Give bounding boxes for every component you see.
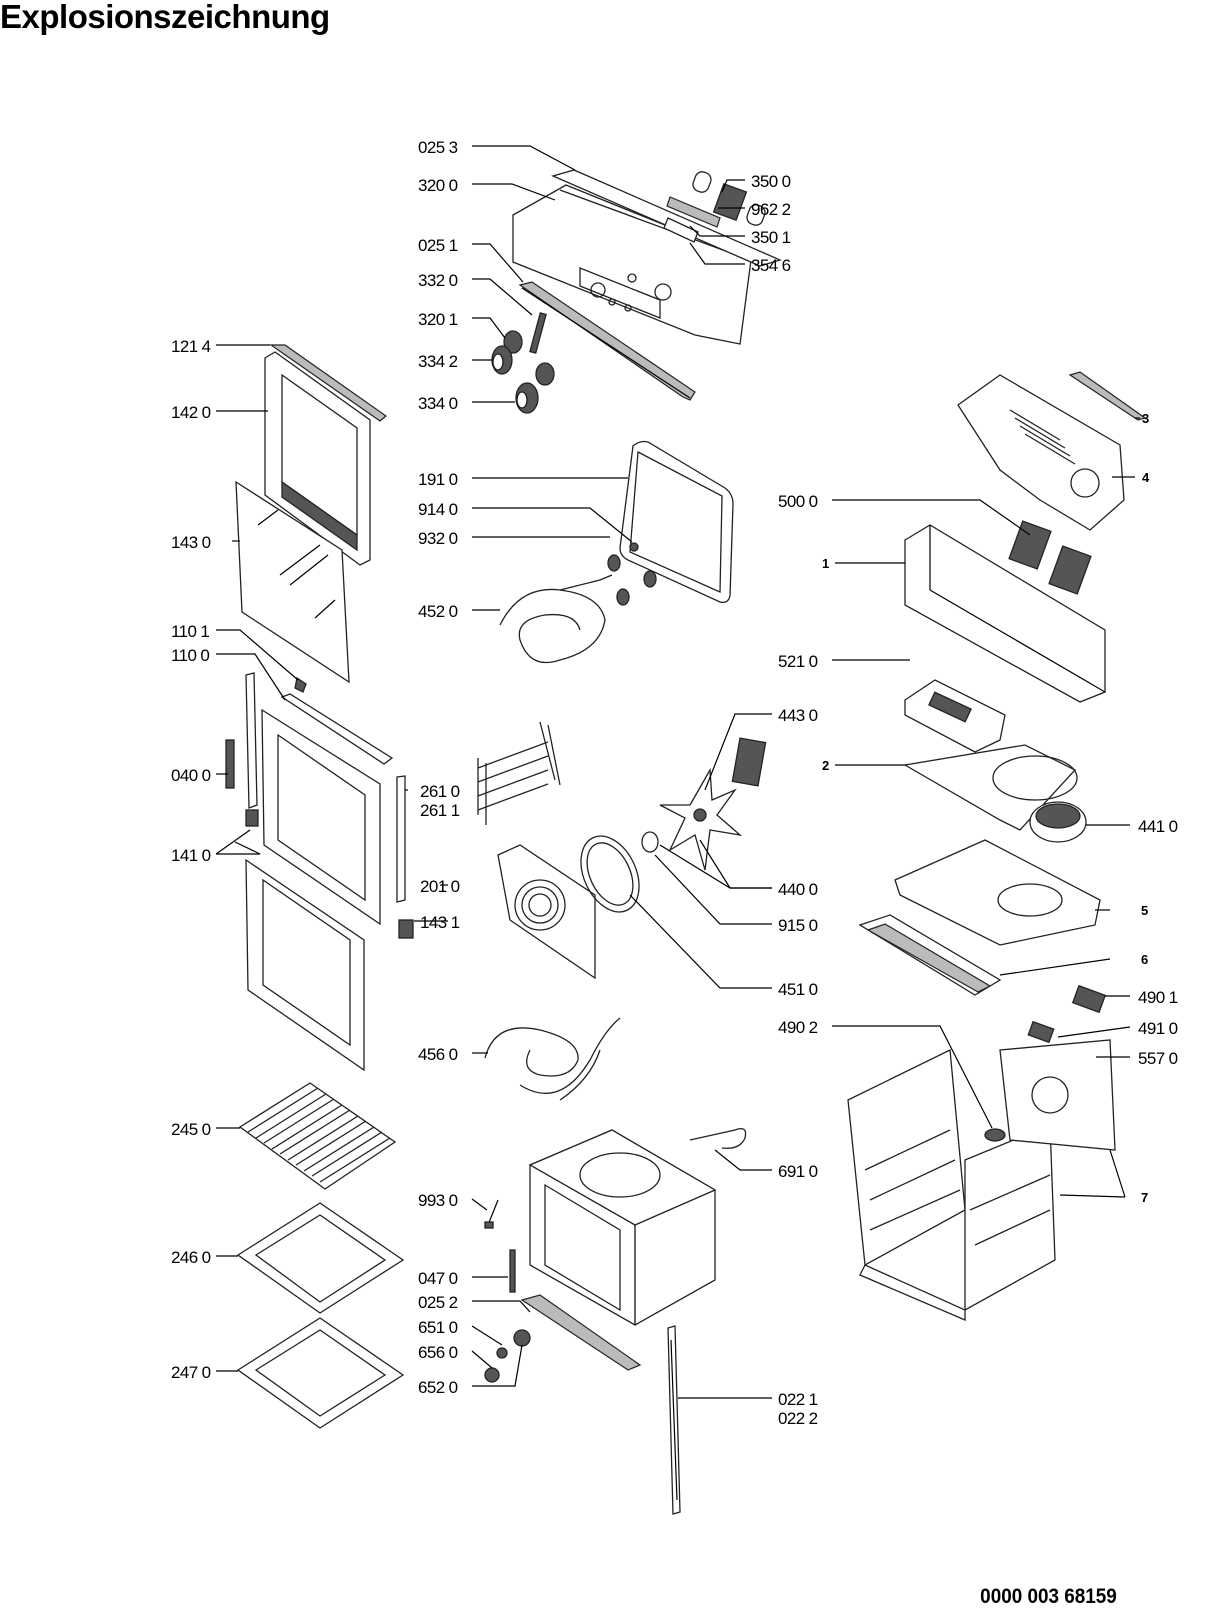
door-side-rail-part (396, 775, 414, 939)
vertical-rail-part (667, 1325, 681, 1515)
door-top-rail-part (269, 344, 387, 422)
label-7: 7 (1141, 1190, 1148, 1205)
bottom-heater-part (484, 1017, 621, 1101)
label-247-0: 247 0 (171, 1363, 211, 1382)
label-201-0: 201 0 (420, 877, 460, 896)
label-914-0: 914 0 (418, 500, 458, 519)
label-656-0: 656 0 (418, 1343, 458, 1362)
shelf-rack-parts (477, 721, 561, 825)
leader-lines (215, 145, 1140, 1399)
label-141-0: 141 0 (171, 846, 211, 865)
label-6: 6 (1141, 952, 1148, 967)
label-354-6: 354 6 (751, 256, 791, 275)
label-320-0: 320 0 (418, 176, 458, 195)
panel-rail-part (518, 281, 696, 401)
label-652-0: 652 0 (418, 1378, 458, 1397)
wire-grid-part (238, 1082, 397, 1190)
label-521-0: 521 0 (778, 652, 818, 671)
fan-housing-part (903, 744, 1087, 843)
housing-frame-part (847, 1039, 1116, 1321)
door-hinge-strip-part (280, 676, 394, 765)
label-261-1: 261 1 (420, 801, 460, 820)
label-022-2: 022 2 (778, 1409, 818, 1428)
label-110-1: 110 1 (171, 622, 209, 641)
baking-tray-parts (236, 1202, 405, 1429)
door-small-parts (484, 1249, 531, 1383)
label-500-0: 500 0 (778, 492, 818, 511)
top-cover-part (957, 371, 1147, 531)
label-025-2: 025 2 (418, 1293, 458, 1312)
label-490-2: 490 2 (778, 1018, 818, 1037)
label-121-4: 121 4 (171, 337, 211, 356)
label-246-0: 246 0 (171, 1248, 211, 1267)
document-id: 0000 003 68159 (980, 1585, 1117, 1608)
part-number-labels: 025 3 320 0 025 1 332 0 320 1 334 2 334 … (171, 138, 1178, 1428)
label-443-0: 443 0 (778, 706, 818, 725)
label-334-2: 334 2 (418, 352, 458, 371)
label-142-0: 142 0 (171, 403, 211, 422)
label-491-0: 491 0 (1138, 1019, 1178, 1038)
label-025-1: 025 1 (418, 236, 458, 255)
label-993-0: 993 0 (418, 1191, 458, 1210)
knob-parts (491, 312, 555, 414)
oven-cavity-part (520, 1129, 717, 1371)
screw-part (484, 1199, 499, 1229)
label-456-0: 456 0 (418, 1045, 458, 1064)
label-691-0: 691 0 (778, 1162, 818, 1181)
cooling-duct-part (858, 839, 1101, 996)
switch-module-part (663, 171, 766, 243)
label-334-0: 334 0 (418, 394, 458, 413)
label-5: 5 (1141, 903, 1148, 918)
label-143-0: 143 0 (171, 533, 211, 552)
label-962-2: 962 2 (751, 200, 791, 219)
label-1: 1 (822, 556, 829, 571)
fastener-parts (607, 542, 657, 606)
label-932-0: 932 0 (418, 529, 458, 548)
fan-cover-part (497, 844, 596, 980)
label-332-0: 332 0 (418, 271, 458, 290)
label-040-0: 040 0 (171, 766, 211, 785)
door-inner-frame-part (264, 351, 371, 566)
label-143-1: 143 1 (420, 913, 460, 932)
label-320-1: 320 1 (418, 310, 458, 329)
label-651-0: 651 0 (418, 1318, 458, 1337)
label-440-0: 440 0 (778, 880, 818, 899)
bracket-part (689, 1127, 747, 1149)
door-glass-part (235, 480, 350, 684)
page-title: Explosionszeichnung (0, 0, 330, 35)
label-245-0: 245 0 (171, 1120, 211, 1139)
label-261-0: 261 0 (420, 782, 460, 801)
label-451-0: 451 0 (778, 980, 818, 999)
control-bracket-part (904, 520, 1106, 753)
label-3: 3 (1142, 411, 1149, 426)
door-outer-frame-part (245, 708, 381, 1072)
label-441-0: 441 0 (1138, 817, 1178, 836)
label-490-1: 490 1 (1138, 988, 1178, 1007)
label-047-0: 047 0 (418, 1269, 458, 1288)
top-heater-part (499, 574, 613, 664)
circular-heater-part (580, 835, 640, 913)
label-022-1: 022 1 (778, 1390, 818, 1409)
label-915-0: 915 0 (778, 916, 818, 935)
fan-blade-part (641, 737, 767, 871)
label-025-3: 025 3 (418, 138, 458, 157)
label-350-0: 350 0 (751, 172, 791, 191)
label-110-0: 110 0 (171, 646, 209, 665)
door-gasket-part (619, 440, 734, 604)
label-2: 2 (822, 758, 829, 773)
label-4: 4 (1142, 470, 1150, 485)
door-side-profile-part (225, 672, 259, 827)
label-191-0: 191 0 (418, 470, 458, 489)
label-557-0: 557 0 (1138, 1049, 1178, 1068)
label-350-1: 350 1 (751, 228, 791, 247)
label-452-0: 452 0 (418, 602, 458, 621)
